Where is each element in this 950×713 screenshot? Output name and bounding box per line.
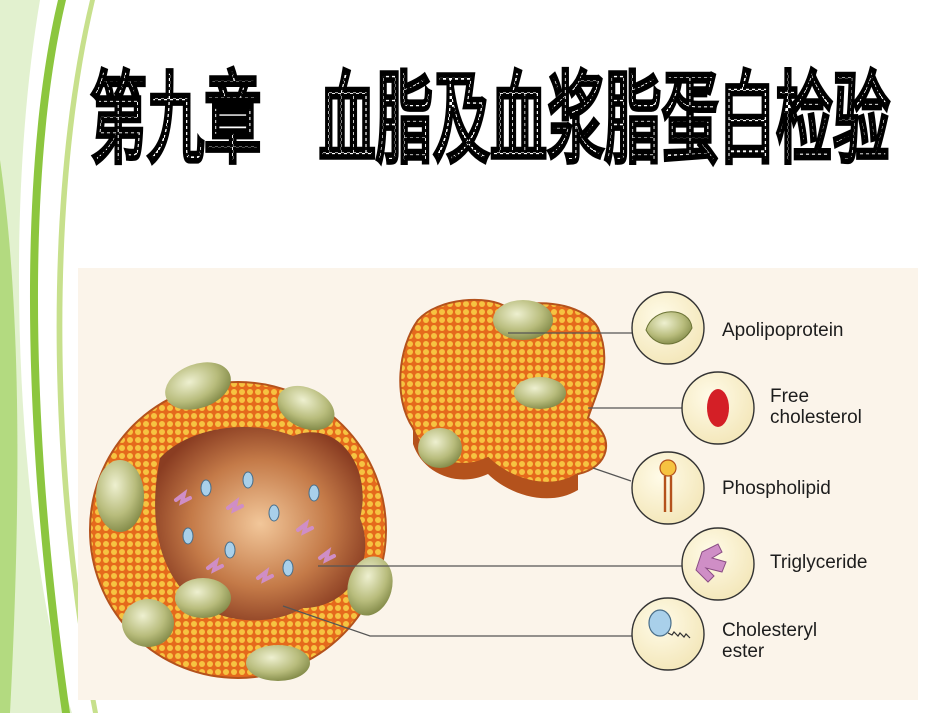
triglyceride-icon [695,543,727,583]
cholesteryl-ester-icon [648,609,691,639]
legend-label-triglyceride: Triglyceride [770,552,868,573]
lipid-core [155,427,366,621]
legend-bubbles [631,291,755,671]
leader-lines [282,332,682,637]
lipoprotein-figure: Apolipoprotein Free cholesterol Phosphol… [78,268,918,700]
apolipoprotein-icon [645,311,693,345]
slide-title-text: 第九章 血脂及血浆脂蛋白检验 [90,61,890,178]
legend-label-cholesteryl-ester: Cholesteryl ester [722,620,818,662]
lipoprotein-sphere [89,362,393,681]
lipoprotein-surface-fragment [399,298,608,499]
phospholipid-icon [659,459,677,512]
slide-title: 第九章 血脂及血浆脂蛋白检验 [89,60,892,180]
legend-label-phospholipid: Phospholipid [722,478,831,499]
free-cholesterol-icon [707,389,729,427]
legend-label-free-cholesterol: Free cholesterol [770,386,862,428]
legend-label-apolipoprotein: Apolipoprotein [722,320,844,341]
